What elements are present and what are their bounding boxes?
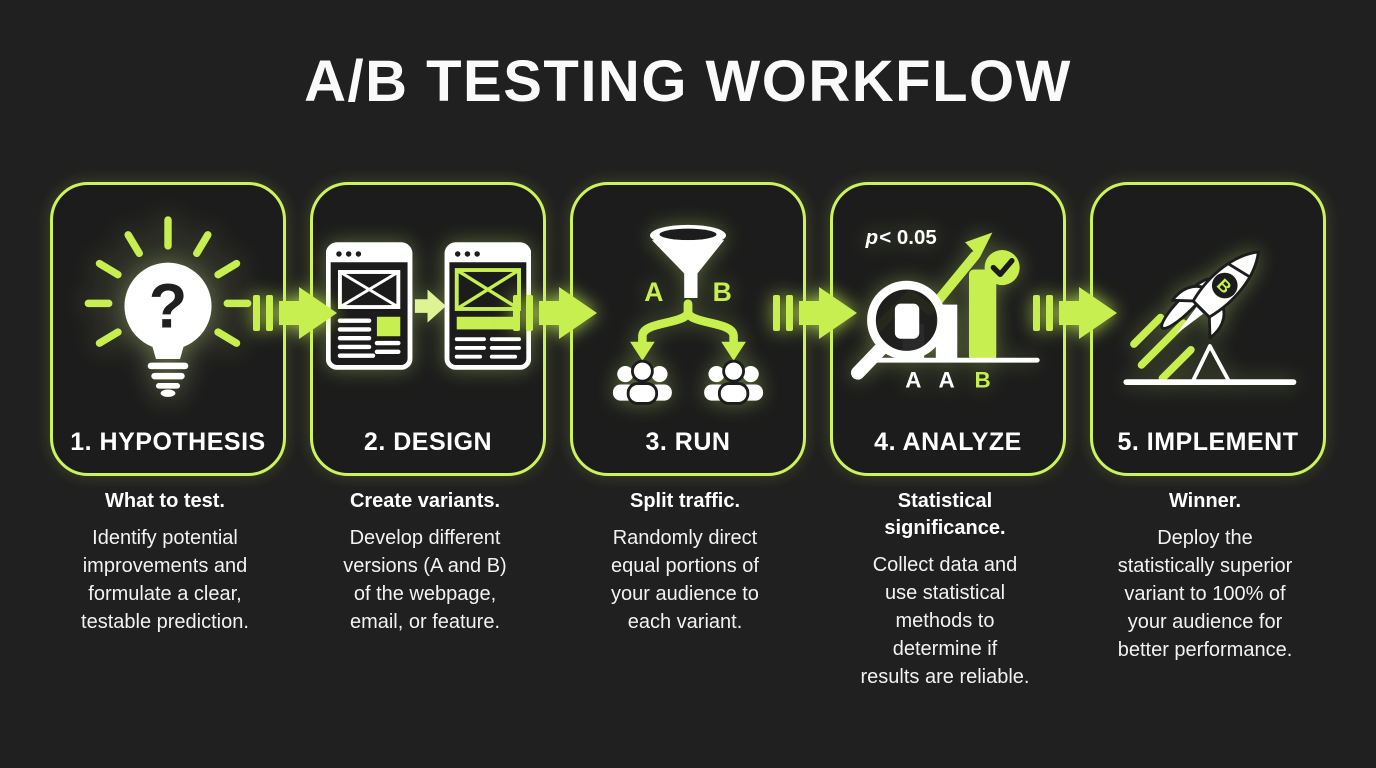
step-title-run: 3. RUN — [645, 428, 731, 456]
variant-b-label: B — [713, 277, 732, 307]
page-title: A/B TESTING WORKFLOW — [304, 49, 1072, 114]
bar-label-b: B — [974, 367, 990, 392]
rocket-launch-icon: B — [1123, 250, 1297, 385]
step-title-hypothesis: 1. HYPOTHESIS — [70, 428, 266, 456]
launch-pad — [1191, 344, 1231, 383]
step-text-run: Split traffic. Randomly direct equal por… — [553, 488, 817, 636]
step-text-design: Create variants. Develop different versi… — [293, 488, 557, 636]
lightbulb-question-icon: ? — [53, 199, 283, 417]
funnel-icon — [650, 224, 726, 299]
wireframe-b — [444, 242, 531, 370]
step-description: Deploy the statistically superior varian… — [1117, 527, 1293, 661]
step-subtitle: Split traffic. — [629, 490, 740, 512]
step-card-hypothesis: ? 1. HYPOTHESIS — [50, 182, 286, 476]
bar-b — [968, 269, 996, 361]
arrowhead-a — [630, 341, 655, 361]
magnifier-icon — [850, 280, 946, 380]
analysis-chart-icon: p < 0.05 — [850, 226, 1040, 392]
step-text-implement: Winner. Deploy the statistically superio… — [1073, 488, 1337, 664]
step-subtitle: What to test. — [105, 490, 225, 512]
step-card-implement: B 5. IMPLEMENT — [1090, 182, 1326, 476]
flow-arrow-icon — [513, 287, 597, 339]
step-title-design: 2. DESIGN — [363, 428, 493, 456]
p-variable-label: p — [864, 226, 878, 249]
variant-a-label: A — [644, 277, 663, 307]
rocket-icon: B — [1093, 199, 1323, 417]
step-subtitle: Statistical significance. — [884, 490, 1006, 539]
light-rays — [84, 216, 252, 347]
step-subtitle: Winner. — [1168, 490, 1242, 512]
lightbulb-icon: ? — [84, 216, 252, 397]
split-paths — [638, 299, 738, 348]
step-card-analyze: p < 0.05 — [830, 182, 1066, 476]
wireframe-a — [325, 242, 412, 370]
step-title-analyze: 4. ANALYZE — [874, 428, 1022, 456]
funnel-split-icon: A B — [573, 199, 803, 417]
variant-arrow-icon — [414, 289, 446, 323]
step-description: Randomly direct equal portions of your a… — [611, 527, 759, 633]
growth-arrowhead — [964, 231, 992, 258]
step-title-implement: 5. IMPLEMENT — [1117, 428, 1299, 456]
bar-label-a2: A — [938, 367, 954, 392]
bar-label-a1: A — [905, 367, 921, 392]
step-text-analyze: Statistical significance. Collect data a… — [813, 488, 1077, 691]
speed-lines — [1130, 313, 1195, 383]
flow-arrow-icon — [253, 287, 337, 339]
traffic-split-icon: A B — [612, 224, 764, 405]
step-text-hypothesis: What to test. Identify potential improve… — [33, 488, 297, 636]
step-description: Develop different versions (A and B) of … — [343, 527, 507, 633]
audience-group-b-icon — [704, 359, 764, 405]
bulb-body — [124, 262, 212, 397]
variant-wireframes-icon — [325, 242, 531, 370]
check-badge-icon — [984, 249, 1020, 285]
rocket-body: B — [1160, 250, 1260, 340]
chart-magnifier-icon: p < 0.05 — [833, 199, 1063, 417]
flow-arrow-icon — [773, 287, 857, 339]
arrowhead-b — [721, 341, 746, 361]
wireframe-variants-icon — [313, 199, 543, 417]
step-description: Identify potential improvements and form… — [81, 527, 249, 633]
step-subtitle: Create variants. — [349, 490, 501, 512]
audience-group-a-icon — [612, 359, 672, 405]
step-card-design: 2. DESIGN — [310, 182, 546, 476]
flow-arrow-icon — [1033, 287, 1117, 339]
p-threshold-label: < 0.05 — [879, 226, 936, 249]
question-mark-glyph: ? — [149, 271, 187, 341]
step-description: Collect data and use statistical methods… — [860, 554, 1030, 688]
